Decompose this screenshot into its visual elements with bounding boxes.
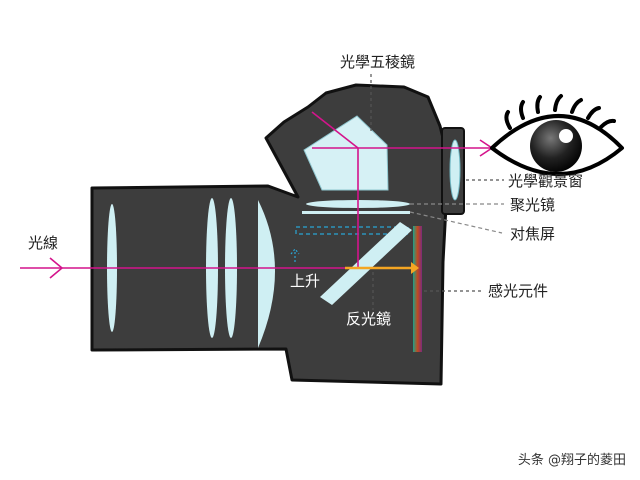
eye-icon — [490, 94, 624, 176]
label-sensor: 感光元件 — [488, 282, 548, 300]
leader-lines — [370, 74, 504, 310]
watermark: 头条 @翔子的菱田 — [517, 453, 626, 468]
eyepiece-lens — [449, 139, 461, 201]
label-eyepiece: 光學觀景窗 — [508, 172, 583, 190]
label-light: 光線 — [28, 234, 58, 252]
label-rise: 上升 — [290, 272, 320, 290]
label-reflex-mirror: 反光鏡 — [346, 310, 391, 328]
label-condenser: 聚光镜 — [510, 196, 555, 214]
image-sensor — [413, 226, 422, 352]
reflex-mirror — [320, 222, 412, 305]
pentaprism — [303, 115, 389, 191]
sensor-ray — [345, 262, 419, 274]
lens-element-4 — [258, 200, 275, 348]
rise-arrow-icon — [290, 248, 300, 262]
label-pentaprism: 光學五稜鏡 — [340, 53, 415, 71]
focus-screen — [302, 211, 410, 214]
label-focus-screen: 对焦屏 — [510, 225, 555, 243]
